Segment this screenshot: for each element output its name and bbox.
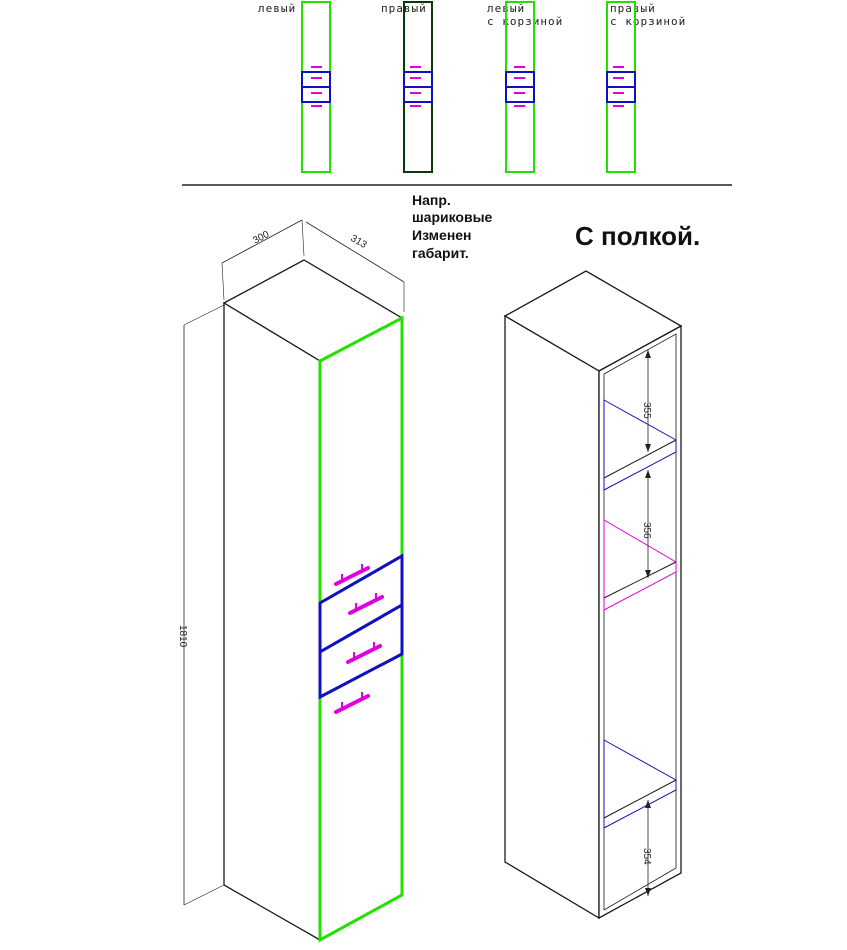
note-line-4: габарит. bbox=[412, 245, 469, 261]
variant-right-basket: правый с корзиной bbox=[606, 1, 686, 173]
dim-shelf-top: 355 bbox=[641, 402, 652, 419]
variant-label-right-basket-2: с корзиной bbox=[610, 15, 686, 28]
variant-label-right-basket-1: правый bbox=[610, 2, 656, 15]
shelf-cabinet: 355 356 354 bbox=[503, 270, 683, 920]
dim-shelf-middle: 356 bbox=[641, 522, 652, 539]
shelf-cabinet-front bbox=[598, 324, 682, 920]
shelf-cabinet-side bbox=[504, 314, 600, 920]
note-line-3: Изменен bbox=[412, 227, 472, 243]
variant-left: левый bbox=[258, 1, 331, 173]
shelf-3 bbox=[603, 739, 677, 829]
variant-label-left: левый bbox=[258, 2, 296, 15]
upper-door bbox=[318, 315, 404, 606]
shelf-1 bbox=[603, 399, 677, 491]
cabinet-side bbox=[223, 301, 321, 942]
shelf-title: С полкой. bbox=[575, 221, 700, 251]
variant-label-left-basket-2: с корзиной bbox=[487, 15, 563, 28]
variant-right: правый bbox=[381, 1, 433, 173]
note-line-2: шариковые bbox=[412, 209, 493, 225]
dim-width: 313 bbox=[349, 233, 369, 251]
lower-drawer bbox=[318, 602, 404, 700]
notes-block: Напр. шариковые Изменен габарит. bbox=[412, 192, 493, 261]
dim-height: 1810 bbox=[177, 625, 188, 648]
note-line-1: Напр. bbox=[412, 192, 451, 208]
closed-cabinet: 300 313 1810 bbox=[177, 219, 405, 943]
variant-left-basket: левый с корзиной bbox=[487, 1, 563, 173]
dim-shelf-bottom: 354 bbox=[641, 848, 652, 865]
shelf-2 bbox=[603, 519, 677, 611]
dim-depth: 300 bbox=[251, 229, 271, 247]
